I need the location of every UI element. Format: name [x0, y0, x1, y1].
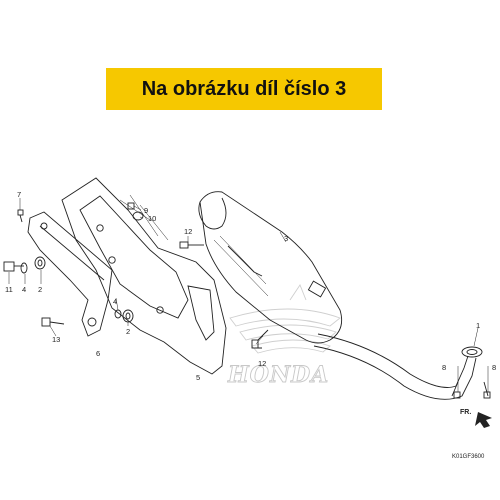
callout-4-left: 4 [22, 285, 26, 294]
muffler-bracket-part-6 [27, 211, 113, 337]
bolt-part-12-upper [179, 241, 204, 249]
leader-lines [8, 198, 489, 392]
banner-text: Na obrázku díl číslo 3 [141, 77, 347, 100]
callout-8-right: 8 [492, 363, 496, 372]
part-number-banner: Na obrázku díl číslo 3 [106, 68, 382, 110]
muffler-part-3 [198, 191, 343, 344]
nut-part-8-right [483, 391, 491, 399]
bolt-part-7 [17, 209, 24, 223]
callout-2-left: 2 [38, 285, 42, 294]
fasteners [3, 202, 491, 399]
bolt-part-11 [3, 261, 24, 272]
callout-3: 3 [284, 234, 288, 243]
honda-wordmark: HONDA [227, 362, 329, 388]
rubber-part-10 [132, 211, 144, 221]
nut-part-8-left [453, 391, 461, 399]
diagram-code: K01GF3600 [452, 454, 485, 460]
callout-8-left: 8 [442, 363, 446, 372]
callout-5: 5 [196, 373, 200, 382]
callout-11: 11 [5, 285, 13, 294]
callout-7: 7 [17, 190, 21, 199]
callout-9: 9 [144, 206, 148, 215]
front-direction-arrow: FR. [460, 409, 492, 428]
callout-10: 10 [148, 214, 156, 223]
bolt-part-13 [41, 317, 65, 327]
callout-6: 6 [96, 349, 100, 358]
callout-12-upper: 12 [184, 227, 192, 236]
callout-13: 13 [52, 335, 60, 344]
exhaust-pipe-part-1 [313, 333, 489, 400]
rubber-part-2-left [34, 256, 46, 270]
bolt-part-12-lower [251, 329, 269, 349]
callout-4-mid: 4 [113, 297, 117, 306]
callout-12-lower: 12 [258, 359, 266, 368]
front-arrow-label: FR. [460, 409, 471, 416]
honda-wing-watermark [229, 284, 341, 354]
collar-part-4-left [20, 262, 28, 274]
callout-1: 1 [476, 321, 480, 330]
heat-protector-part-5 [61, 177, 227, 375]
callout-2-mid: 2 [126, 327, 130, 336]
